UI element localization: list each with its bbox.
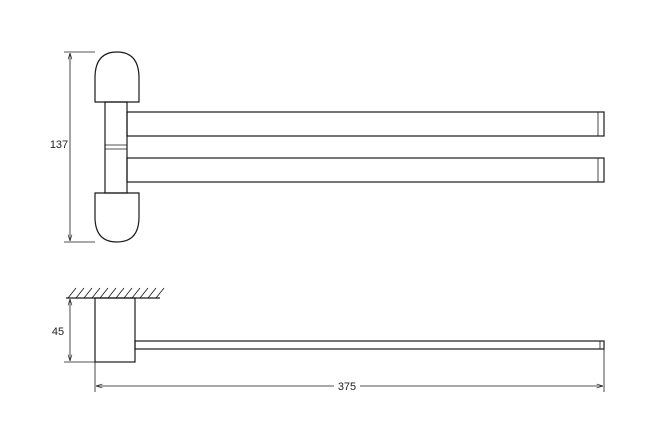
height-dimension-label: 137 [50, 139, 68, 151]
depth-dimension-label: 45 [52, 326, 64, 338]
side-mount-block [94, 297, 136, 363]
top-cap [94, 51, 140, 103]
wall-hatching [67, 287, 165, 299]
length-dimension-label: 375 [338, 381, 356, 393]
side-arm [134, 340, 605, 350]
lower-arm [126, 157, 605, 183]
bottom-cap [94, 192, 140, 243]
mounting-post [104, 101, 128, 194]
upper-arm [126, 111, 605, 137]
front-view: 137 [50, 51, 605, 243]
side-view: 45 375 [52, 287, 605, 393]
